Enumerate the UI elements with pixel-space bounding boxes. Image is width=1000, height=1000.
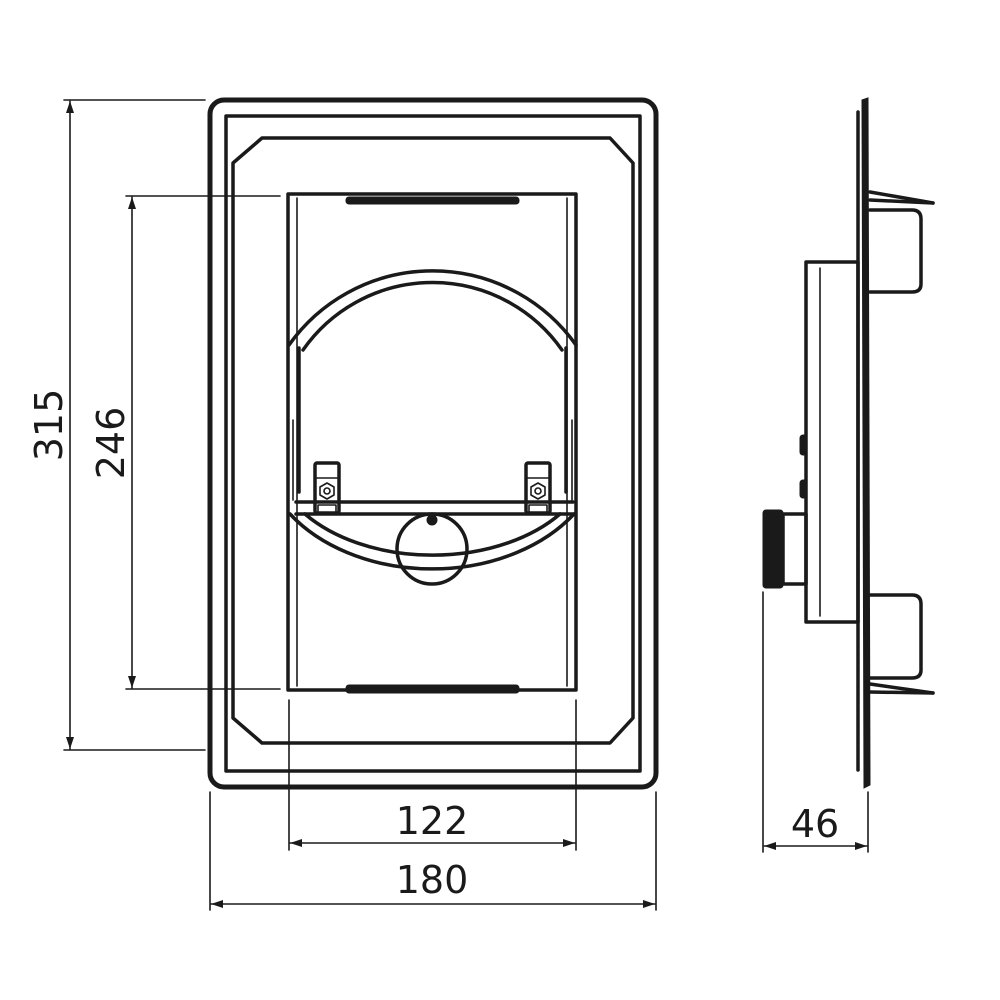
outer-frame bbox=[207, 97, 659, 790]
outer-width-label: 180 bbox=[396, 858, 469, 902]
outer-height-label: 315 bbox=[27, 389, 71, 462]
top-flange bbox=[345, 196, 520, 205]
side-view bbox=[762, 97, 935, 789]
top-clip bbox=[868, 190, 935, 294]
bottom-flange bbox=[345, 684, 520, 694]
dimension-outer-width: 180 bbox=[209, 791, 657, 911]
side-box-body bbox=[804, 260, 860, 624]
hinge-bracket-right bbox=[524, 461, 552, 515]
damper-lower-inner-arc bbox=[303, 512, 562, 557]
dimension-inner-height: 246 bbox=[89, 195, 281, 690]
hex-nut-icon bbox=[530, 482, 546, 500]
inner-opening bbox=[286, 192, 578, 692]
side-knob bbox=[762, 509, 784, 589]
inner-height-label: 246 bbox=[89, 407, 133, 480]
side-bump-lower bbox=[799, 479, 808, 499]
dimension-outer-height: 315 bbox=[27, 99, 206, 751]
damper-lower-outer-arc bbox=[288, 512, 576, 571]
damper-knob bbox=[395, 512, 469, 586]
depth-label: 46 bbox=[791, 802, 839, 846]
chamfered-plate bbox=[231, 136, 635, 745]
knob-pin bbox=[426, 514, 438, 526]
hex-nut-icon bbox=[319, 482, 335, 500]
front-view bbox=[207, 97, 659, 790]
dimension-depth: 46 bbox=[762, 591, 869, 853]
side-bump-upper bbox=[799, 434, 808, 456]
side-knob-shaft bbox=[781, 512, 808, 586]
bottom-clip bbox=[868, 593, 935, 695]
inner-width-label: 122 bbox=[396, 799, 469, 843]
hinge-bracket-left bbox=[313, 461, 341, 515]
side-face-plate bbox=[861, 97, 871, 789]
inner-frame bbox=[224, 114, 642, 773]
dimension-inner-width: 122 bbox=[288, 699, 577, 851]
damper-inner-arc bbox=[301, 280, 564, 352]
damper-outer-arc bbox=[287, 269, 578, 347]
